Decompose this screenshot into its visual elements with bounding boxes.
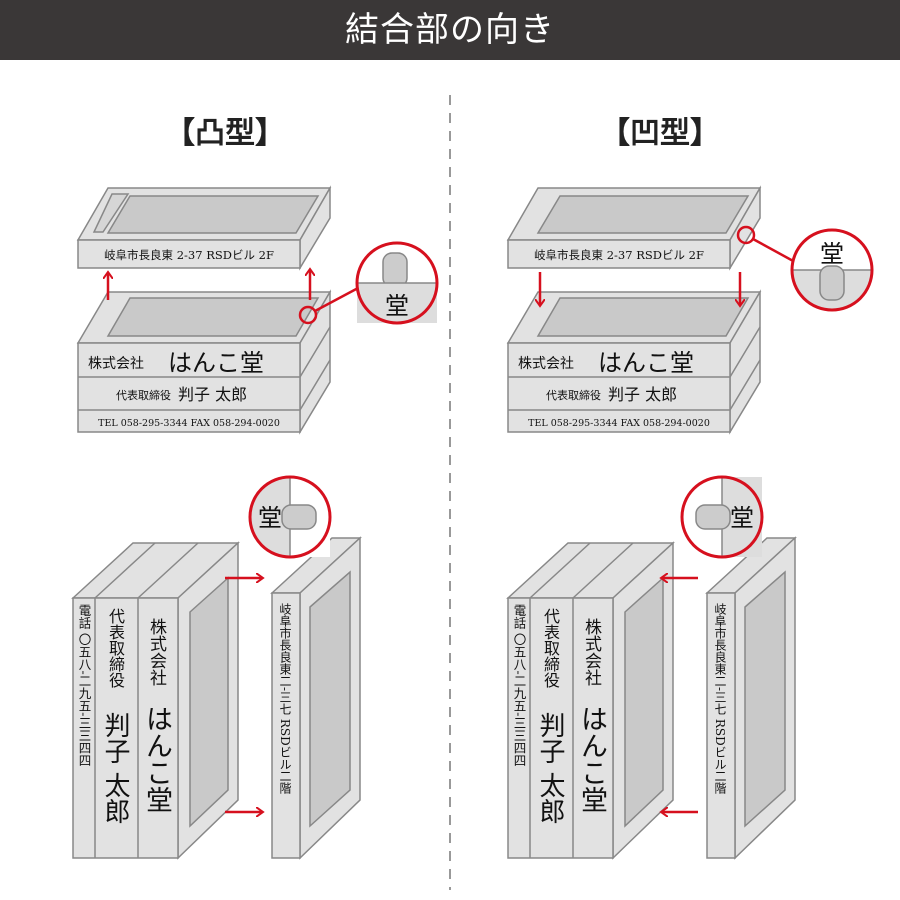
contact-text: TEL 058-295-3344 FAX 058-294-0020 [528,418,710,429]
magnifier-char: 堂 [730,504,754,532]
concave-magnifier-bottom: 堂 [680,475,764,559]
concave-bottom-arrows [662,578,698,812]
magnifier-char: 堂 [820,240,844,268]
magnifier-char: 堂 [258,504,282,532]
v-role-text: 代表取締役 [106,608,125,688]
concave-magnifier-top: 堂 [736,225,874,312]
vertical-stack-convex [71,536,362,860]
main-block: 株式会社 はんこ堂 代表取締役 判子 太郎 TEL 058-295-3344 F… [76,289,332,435]
company-prefix-text: 株式会社 [88,356,144,372]
convex-heading: 【凸型】 [165,116,285,151]
v-phone-text: 電話 〇五八-二九五-三三四四 [76,604,92,767]
v-company-prefix-text: 株式会社 [581,618,601,686]
v-address-text: 岐阜市長良東二-三七 RSDビル二階 [278,603,292,794]
address-text: 岐阜市長良東 2-37 RSDビル 2F [534,248,704,262]
v-company-name-text: はんこ堂 [141,705,172,813]
address-text: 岐阜市長良東 2-37 RSDビル 2F [104,248,274,262]
convex-bottom-arrows [225,578,262,812]
v-person-text: 判子 太郎 [100,712,130,825]
role-text: 代表取締役 [546,388,601,402]
concave-arrows [540,272,740,305]
v-address-text: 岐阜市長良東二-三七 RSDビル二階 [713,603,727,794]
person-text: 判子 太郎 [608,385,677,404]
horizontal-stamp-concave: 岐阜市長良東 2-37 RSDビル 2F 株式会社 はんこ堂 代表取締役 判子 … [506,185,762,435]
convex-magnifier-bottom: 堂 [248,475,332,559]
company-name-text: はんこ堂 [598,349,694,377]
role-text: 代表取締役 [116,388,171,402]
concave-heading: 【凹型】 [600,116,720,151]
contact-text: TEL 058-295-3344 FAX 058-294-0020 [98,418,280,429]
vertical-stack-concave [506,536,797,860]
convex-magnifier-top: 堂 [298,241,439,325]
title-bar: 結合部の向き [0,0,900,60]
person-text: 判子 太郎 [178,385,247,404]
company-prefix-text: 株式会社 [518,356,574,372]
horizontal-stamp-convex: 岐阜市長良東 2-37 RSDビル 2F 株式会社 はんこ堂 代表取締役 判子 … [76,185,332,435]
v-role-text: 代表取締役 [541,608,560,688]
company-name-text: はんこ堂 [168,349,264,377]
v-company-prefix-text: 株式会社 [146,618,166,686]
address-slab: 岐阜市長良東 2-37 RSDビル 2F [76,185,332,271]
v-person-text: 判子 太郎 [535,712,565,825]
convex-arrows [108,270,310,300]
magnifier-char: 堂 [385,292,409,320]
v-phone-text: 電話 〇五八-二九五-三三四四 [511,604,527,767]
v-company-name-text: はんこ堂 [576,705,607,813]
